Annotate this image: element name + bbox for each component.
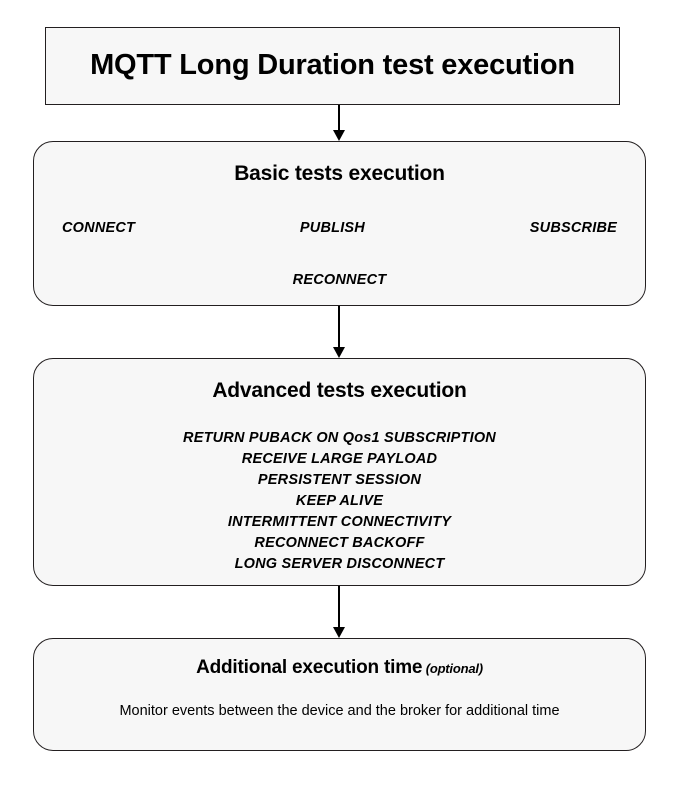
test-item-subscribe: SUBSCRIBE [529, 220, 617, 236]
arrow-shaft [338, 306, 340, 348]
additional-time-description: Monitor events between the device and th… [119, 703, 560, 719]
basic-tests-heading: Basic tests execution [234, 162, 445, 185]
basic-tests-row: CONNECT PUBLISH SUBSCRIBE [34, 220, 645, 236]
test-item-reconnect: RECONNECT [292, 272, 387, 288]
optional-tag: (optional) [422, 661, 483, 676]
advanced-tests-heading: Advanced tests execution [212, 379, 467, 402]
test-item-intermittent-connectivity: INTERMITTENT CONNECTIVITY [227, 514, 452, 530]
additional-time-heading-text: Additional execution time [196, 657, 423, 678]
arrow-advanced-to-additional [332, 586, 346, 638]
additional-time-box: Additional execution time (optional) Mon… [33, 638, 646, 751]
arrow-basic-to-advanced [332, 306, 346, 358]
arrow-title-to-basic [332, 105, 346, 141]
test-item-long-server-disconnect: LONG SERVER DISCONNECT [234, 556, 445, 572]
test-item-connect: CONNECT [62, 220, 136, 236]
additional-time-heading: Additional execution time (optional) [34, 639, 645, 679]
advanced-tests-box: Advanced tests execution RETURN PUBACK O… [33, 358, 646, 586]
test-item-keep-alive: KEEP ALIVE [295, 493, 384, 509]
advanced-tests-list: RETURN PUBACK ON Qos1 SUBSCRIPTION RECEI… [34, 428, 645, 575]
test-item-return-puback: RETURN PUBACK ON Qos1 SUBSCRIPTION [183, 430, 496, 446]
arrow-head-icon [332, 130, 345, 141]
test-item-publish: PUBLISH [299, 220, 365, 236]
arrow-head-icon [332, 627, 345, 638]
arrow-shaft [338, 105, 340, 131]
main-title-box: MQTT Long Duration test execution [45, 27, 620, 105]
test-item-reconnect-backoff: RECONNECT BACKOFF [254, 535, 425, 551]
test-item-receive-large-payload: RECEIVE LARGE PAYLOAD [241, 451, 438, 467]
arrow-shaft [338, 586, 340, 628]
arrow-head-icon [332, 347, 345, 358]
basic-tests-center-row: RECONNECT [34, 271, 645, 289]
test-item-persistent-session: PERSISTENT SESSION [257, 472, 422, 488]
page-title: MQTT Long Duration test execution [90, 49, 575, 82]
basic-tests-box: Basic tests execution CONNECT PUBLISH SU… [33, 141, 646, 306]
